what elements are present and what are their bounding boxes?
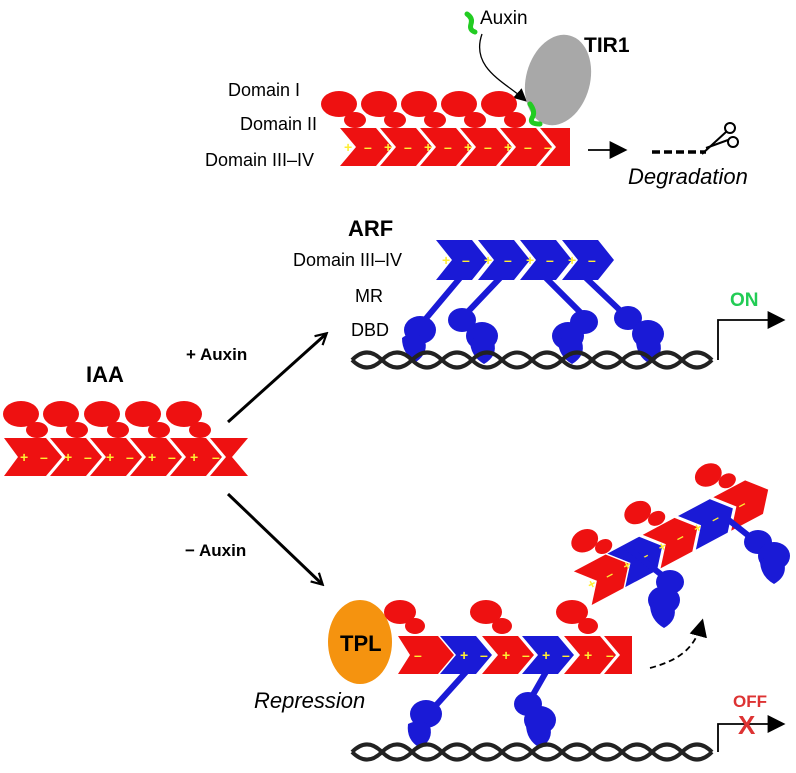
- charge-plus: +: [384, 139, 392, 155]
- mr-label: MR: [355, 286, 383, 306]
- charge-minus: –: [522, 647, 530, 663]
- charge-plus: +: [484, 252, 492, 268]
- tpl-protein: [328, 600, 392, 684]
- charge-minus: –: [212, 449, 220, 465]
- plus-auxin-arrow: [226, 334, 326, 424]
- charge-minus: –: [414, 647, 422, 663]
- dbd-label: DBD: [351, 320, 389, 340]
- charge-plus: +: [64, 449, 72, 465]
- arf-chain: + – + – + – + –: [402, 240, 664, 364]
- charge-minus: –: [444, 139, 452, 155]
- charge-minus: –: [40, 449, 48, 465]
- charge-plus: +: [190, 449, 198, 465]
- on-label: ON: [730, 290, 759, 311]
- charge-plus: +: [148, 449, 156, 465]
- arf-domain-iii-iv-label: Domain III–IV: [293, 250, 402, 270]
- iaa-monomer: [84, 401, 142, 476]
- plus-auxin-label: + Auxin: [186, 345, 247, 364]
- charge-plus: +: [460, 647, 468, 663]
- repression-label: Repression: [254, 688, 365, 713]
- repression-panel: TPL Repression – + – + – + – +: [254, 463, 790, 762]
- top-panel: Auxin TIR1 Domain I Domain II Domain III…: [205, 8, 748, 189]
- tir1-protein: [524, 34, 592, 126]
- scissors-icon: [701, 122, 739, 155]
- repression-complex: – + – + – + – + –: [384, 600, 632, 748]
- iaa-monomer: [43, 401, 102, 476]
- domain-i-label: Domain I: [228, 80, 300, 100]
- charge-plus: +: [344, 139, 352, 155]
- iaa-monomer: [361, 91, 432, 166]
- charge-minus: –: [588, 252, 596, 268]
- iaa-monomer: [3, 401, 62, 476]
- charges-arf: + – + – + – + –: [442, 252, 596, 268]
- charge-minus: –: [484, 139, 492, 155]
- on-transcription-arrow: [717, 311, 786, 360]
- charge-minus: –: [606, 647, 614, 663]
- charge-plus: +: [442, 252, 450, 268]
- released-dbds: [625, 507, 790, 628]
- auxin-molecule-icon: [464, 11, 478, 35]
- bound-auxin-icon: [527, 101, 543, 127]
- repression-dbds: [407, 692, 556, 748]
- charge-minus: –: [504, 252, 512, 268]
- minus-auxin-arrow: [226, 492, 322, 584]
- charge-minus: –: [364, 139, 372, 155]
- iaa-chain-top: + – + – + – + – + – –: [321, 91, 570, 166]
- auxin-binding-arrow: [479, 33, 527, 102]
- charge-minus: –: [84, 449, 92, 465]
- iaa-left-panel: IAA: [3, 334, 326, 584]
- charge-plus: +: [526, 252, 534, 268]
- domain-iii-iv-label: Domain III–IV: [205, 150, 314, 170]
- iaa-monomer: [441, 91, 512, 166]
- charge-minus: –: [404, 139, 412, 155]
- domain-ii-label: Domain II: [240, 114, 317, 134]
- charge-plus: +: [504, 139, 512, 155]
- charge-minus: –: [462, 252, 470, 268]
- iaa-monomer: [481, 91, 552, 166]
- dna-on: [350, 350, 714, 370]
- iaa-monomer: [401, 91, 472, 166]
- charge-plus: +: [424, 139, 432, 155]
- charge-minus: –: [562, 647, 570, 663]
- iaa-chain-left: + – + – + – + – + –: [3, 401, 248, 476]
- charge-plus: +: [502, 647, 510, 663]
- iaa-monomer: [166, 401, 222, 476]
- iaa-monomer: [125, 401, 182, 476]
- charges-top: + – + – + – + – + – –: [344, 139, 552, 155]
- auxin-label: Auxin: [480, 8, 528, 29]
- off-transcription-arrow: [717, 715, 786, 752]
- off-label: OFF: [733, 692, 767, 711]
- tpl-label: TPL: [340, 631, 382, 656]
- arf-panel: ARF Domain III–IV MR DBD + – + – + – + –: [293, 216, 786, 370]
- charges-left: + – + – + – + – + –: [20, 449, 220, 465]
- charge-plus: +: [568, 252, 576, 268]
- charge-minus: –: [168, 449, 176, 465]
- charge-plus: +: [584, 647, 592, 663]
- release-dashed-arrow: [649, 618, 707, 669]
- charge-minus: –: [126, 449, 134, 465]
- charge-minus: –: [480, 647, 488, 663]
- minus-auxin-label: − Auxin: [185, 541, 246, 560]
- released-complex: + – + – + – + – –: [571, 463, 769, 605]
- charge-plus: +: [542, 647, 550, 663]
- charge-minus: –: [544, 139, 552, 155]
- charge-plus: +: [464, 139, 472, 155]
- charge-plus: +: [106, 449, 114, 465]
- charge-minus: –: [546, 252, 554, 268]
- iaa-monomer: [321, 91, 392, 166]
- charge-plus: +: [20, 449, 28, 465]
- degradation-label: Degradation: [628, 164, 748, 189]
- tir1-label: TIR1: [584, 34, 630, 57]
- iaa-title: IAA: [86, 362, 124, 387]
- arf-title: ARF: [348, 216, 393, 241]
- off-mark: X: [738, 710, 756, 740]
- charge-minus: –: [524, 139, 532, 155]
- dna-off: [350, 742, 714, 762]
- charges-repression: – + – + – + – + –: [414, 647, 614, 663]
